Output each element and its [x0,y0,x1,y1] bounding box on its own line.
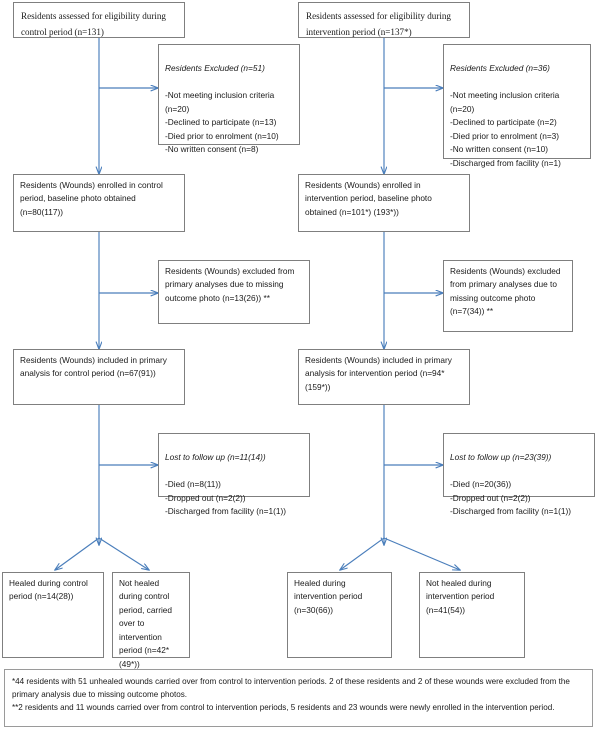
box-control-included: Residents (Wounds) included in primary a… [13,349,185,405]
box-intervention-photo-excluded: Residents (Wounds) excluded from primary… [443,260,573,332]
arrow-control-split-healed [55,537,100,570]
box-intervention-lost-title: Lost to follow up (n=23(39)) [450,452,552,463]
box-intervention-assessed: Residents assessed for eligibility durin… [298,2,470,38]
arrow-intervention-split-not-healed [383,537,460,570]
box-intervention-included: Residents (Wounds) included in primary a… [298,349,470,405]
box-control-lost-items: -Died (n=8(11)) -Dropped out (n=2(2)) -D… [165,479,287,517]
box-intervention-excluded-items: -Not meeting inclusion criteria (n=20) -… [450,90,561,168]
box-control-lost-title: Lost to follow up (n=11(14)) [165,452,266,463]
box-control-excluded: Residents Excluded (n=51) -Not meeting i… [158,44,300,154]
arrow-control-split-not-healed [98,537,149,570]
footnote-box: *44 residents with 51 unhealed wounds ca… [4,669,593,727]
box-intervention-excluded: Residents Excluded (n=36) -Not meeting i… [443,44,591,168]
box-control-excluded-items: -Not meeting inclusion criteria (n=20) -… [165,90,279,155]
box-control-healed: Healed during control period (n=14(28)) [2,572,104,658]
box-control-photo-excluded: Residents (Wounds) excluded from primary… [158,260,310,324]
box-control-enrolled: Residents (Wounds) enrolled in control p… [13,174,185,232]
box-intervention-excluded-title: Residents Excluded (n=36) [450,63,550,74]
box-intervention-enrolled: Residents (Wounds) enrolled in intervent… [298,174,470,232]
arrow-intervention-split-healed [340,537,385,570]
box-control-lost: Lost to follow up (n=11(14)) -Died (n=8(… [158,433,310,516]
box-intervention-lost-items: -Died (n=20(36)) -Dropped out (n=2(2)) -… [450,479,572,517]
box-intervention-healed: Healed during intervention period (n=30(… [287,572,392,658]
box-intervention-not-healed: Not healed during intervention period (n… [419,572,525,658]
box-control-assessed: Residents assessed for eligibility durin… [13,2,185,38]
box-control-excluded-title: Residents Excluded (n=51) [165,63,265,74]
box-intervention-lost: Lost to follow up (n=23(39)) -Died (n=20… [443,433,595,516]
box-control-not-healed: Not healed during control period, carrie… [112,572,190,669]
